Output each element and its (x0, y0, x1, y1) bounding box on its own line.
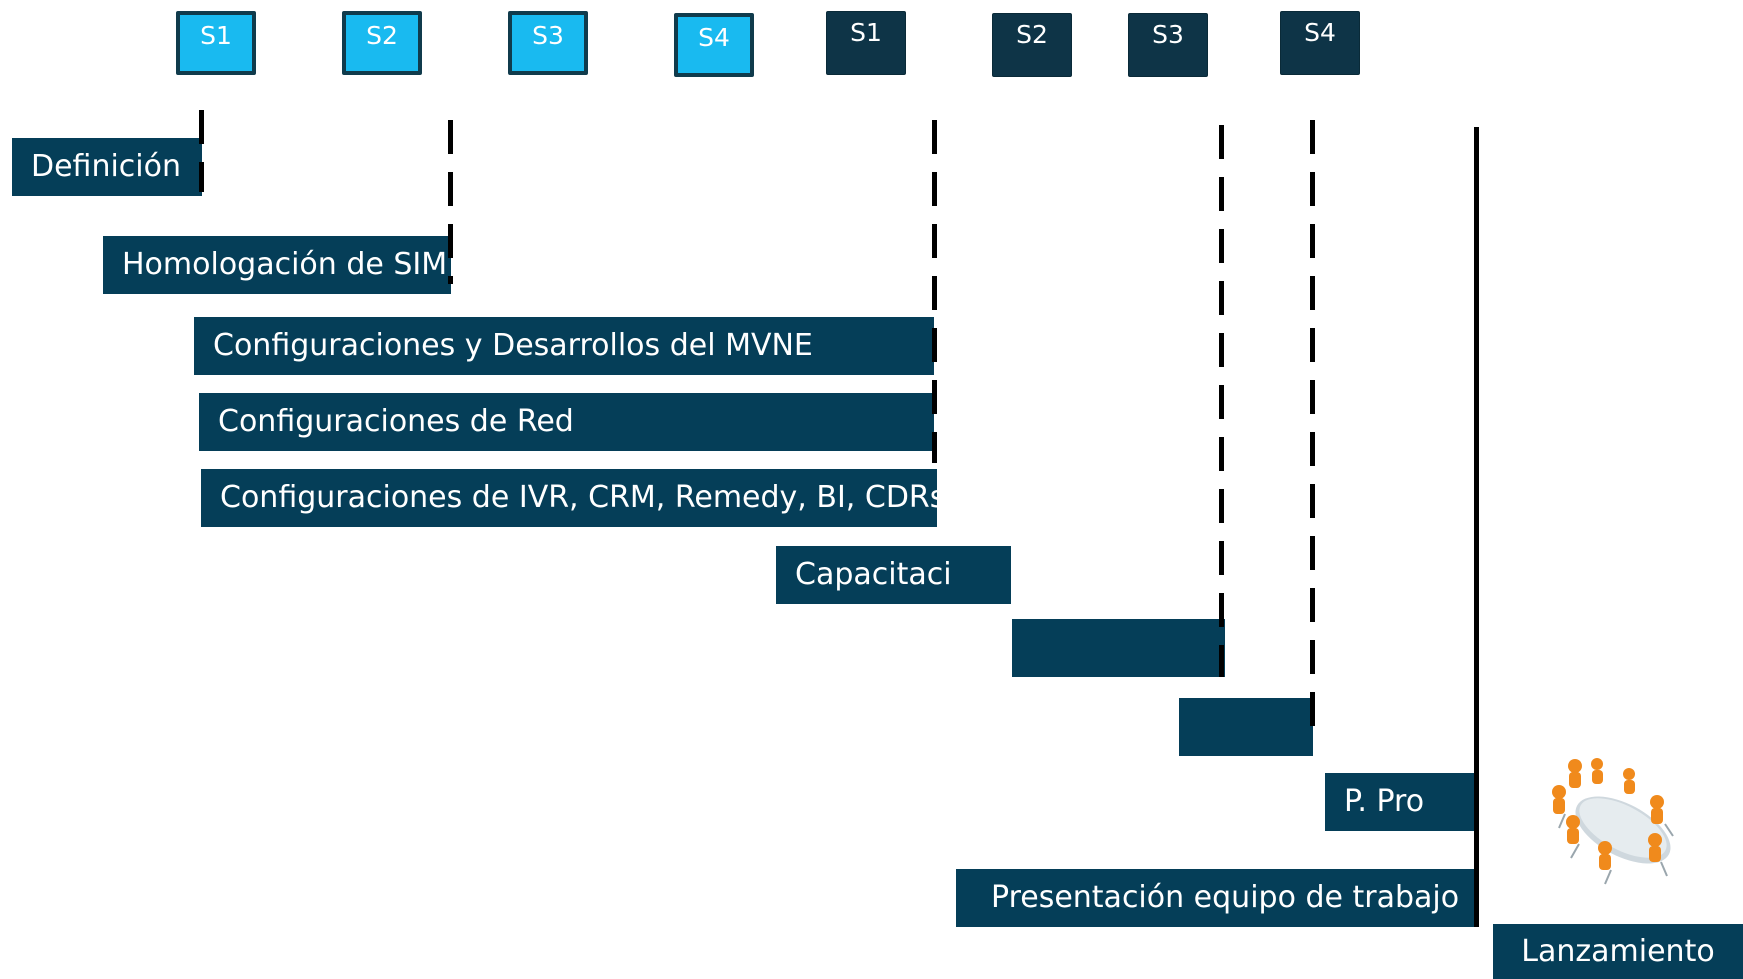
week-header-s3-month1: S3 (508, 11, 588, 75)
task-bar-configuraciones-red: Configuraciones de Red (199, 393, 934, 451)
team-meeting-icon (1552, 758, 1674, 885)
task-bar-configuraciones-ivr-crm: Configuraciones de IVR, CRM, Remedy, BI,… (201, 469, 937, 527)
week-header-s4-month2: S4 (1280, 11, 1360, 75)
week-header-s2-month1: S2 (342, 11, 422, 75)
week-header-s3-month2: S3 (1128, 13, 1208, 77)
week-header-s1-month2: S1 (826, 11, 906, 75)
task-bar-p-pro: P. Pro (1325, 773, 1475, 831)
launch-solid-line (1474, 127, 1479, 927)
task-bar-presentacion-equipo: Presentación equipo de trabajo (956, 869, 1475, 927)
task-bar-configuraciones-mvne: Configuraciones y Desarrollos del MVNE (194, 317, 934, 375)
milestone-dashed-line-week-s3 (1219, 125, 1224, 677)
week-header-s1-month1: S1 (176, 11, 256, 75)
task-bar-capacitacion: Capacitaci (776, 546, 1011, 604)
task-bar-homologacion-sim: Homologación de SIM (103, 236, 451, 294)
week-header-s4-month1: S4 (674, 13, 754, 77)
task-bar-definicion: Definición (12, 138, 202, 196)
milestone-dashed-line-definicion (199, 110, 204, 192)
task-bar-unlabeled-1 (1012, 619, 1225, 677)
milestone-dashed-line-homologacion (448, 120, 453, 284)
launch-milestone-box: Lanzamiento (1493, 924, 1743, 979)
milestone-dashed-line-week-s4 (1310, 120, 1315, 738)
task-bar-unlabeled-2 (1179, 698, 1313, 756)
week-header-s2-month2: S2 (992, 13, 1072, 77)
milestone-dashed-line-configuraciones (932, 120, 937, 463)
